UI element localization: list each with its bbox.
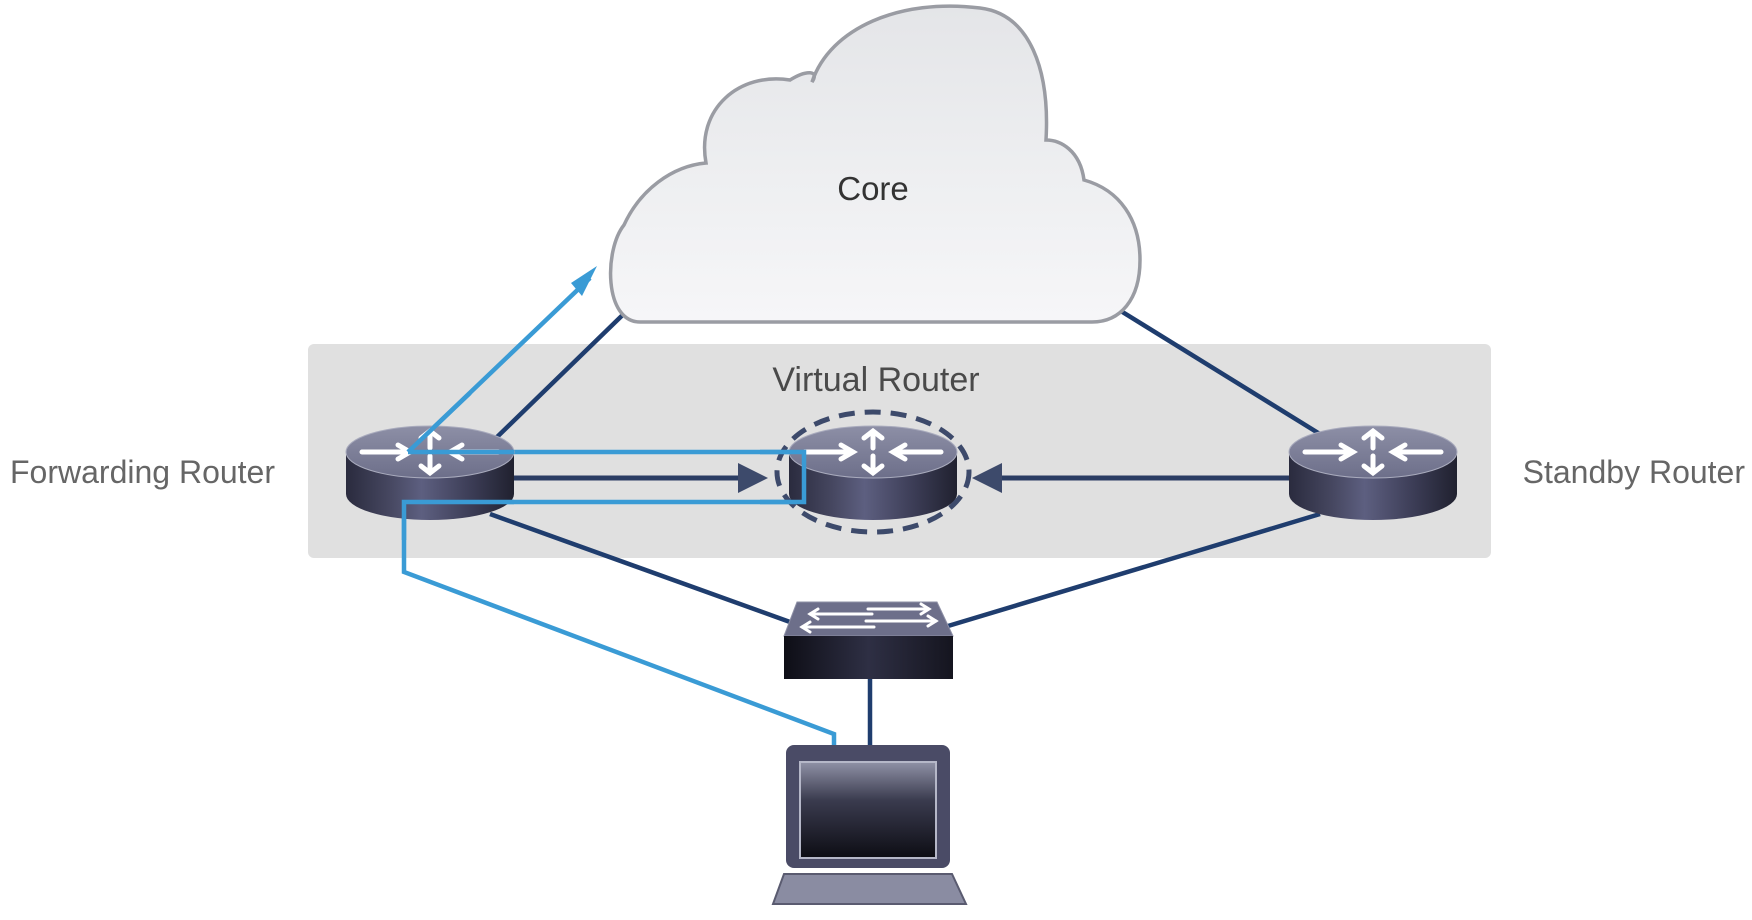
virtual-router-group-label: Virtual Router bbox=[772, 361, 979, 399]
cloud-shape bbox=[608, 4, 1142, 324]
links bbox=[489, 300, 1338, 745]
core-cloud: Core bbox=[608, 4, 1142, 324]
cloud-label: Core bbox=[837, 170, 909, 207]
link-forwarding-switch bbox=[489, 511, 791, 625]
forwarding-router-icon[interactable] bbox=[346, 426, 514, 520]
arrowhead-to-virtual-left bbox=[738, 463, 768, 493]
traffic-arrowhead-core bbox=[571, 266, 597, 296]
traffic-path-virtual-overlay bbox=[760, 449, 807, 505]
forwarding-router-label: Forwarding Router bbox=[10, 454, 275, 490]
laptop-icon[interactable] bbox=[771, 745, 968, 905]
link-forwarding-core bbox=[494, 300, 638, 440]
standby-router-icon[interactable] bbox=[1289, 426, 1457, 520]
virtual-router-dashed-outline bbox=[774, 409, 972, 535]
switch-icon[interactable] bbox=[783, 601, 954, 679]
standby-router-label: Standby Router bbox=[1523, 454, 1746, 490]
link-standby-core bbox=[1114, 306, 1338, 446]
virtual-router-icon[interactable] bbox=[789, 426, 957, 520]
arrowhead-to-virtual-right bbox=[972, 463, 1002, 493]
traffic-path-overlay bbox=[401, 391, 514, 540]
link-standby-switch bbox=[947, 511, 1321, 629]
